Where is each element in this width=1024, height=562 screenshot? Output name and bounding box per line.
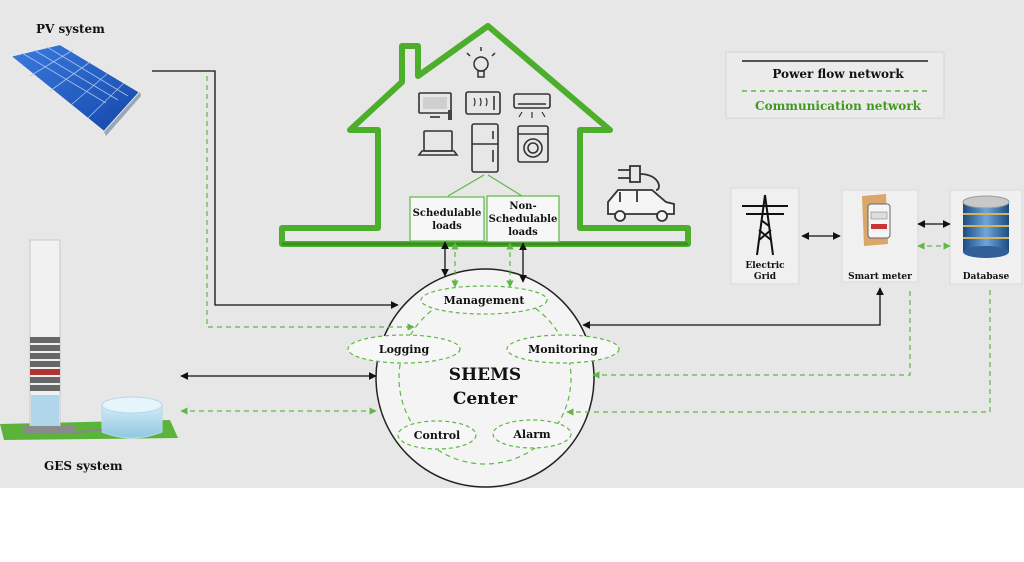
non-schedulable-loads-box: Non- Schedulable loads: [486, 195, 560, 243]
electric-grid-text-2: Grid: [754, 272, 777, 282]
module-control: Control: [397, 420, 477, 450]
electric-grid-text-1: Electric: [745, 261, 785, 271]
legend: Power flow network Communication network: [725, 51, 945, 119]
shems-center-title-1: SHEMS: [449, 365, 521, 385]
refrigerator-icon: [471, 123, 499, 173]
shems-center-title-2: Center: [453, 389, 518, 409]
database-text: Database: [963, 272, 1010, 282]
smart-meter-text: Smart meter: [848, 272, 912, 282]
alarm-text: Alarm: [512, 428, 551, 441]
diagram-svg: Power flow network Communication network…: [0, 22, 1023, 488]
tv-icon: [418, 92, 452, 120]
power-flow-links: [152, 70, 951, 380]
electric-car-icon: [607, 165, 675, 222]
database-icon: Database: [949, 189, 1023, 285]
monitoring-text: Monitoring: [528, 343, 598, 356]
non-schedulable-loads-text-2: Schedulable: [489, 214, 558, 225]
schedulable-loads-box: Schedulable loads: [409, 196, 485, 242]
management-text: Management: [444, 294, 526, 307]
schedulable-loads-text-2: loads: [432, 221, 462, 232]
laptop-icon: [417, 130, 459, 156]
air-conditioner-icon: [513, 93, 551, 118]
non-schedulable-loads-text-3: loads: [508, 227, 538, 238]
pv-system-label: PV system: [36, 22, 105, 36]
house-outline: [279, 23, 691, 247]
solar-panel-icon: [7, 42, 142, 136]
lightbulb-icon: [466, 47, 496, 78]
ges-system-icon: [0, 239, 178, 440]
module-logging: Logging: [347, 334, 461, 364]
smart-meter-icon: Smart meter: [841, 189, 919, 283]
ges-system-label: GES system: [44, 459, 123, 473]
washing-machine-icon: [517, 125, 549, 163]
legend-power-text: Power flow network: [772, 67, 904, 81]
legend-box: [725, 51, 945, 119]
non-schedulable-loads-text-1: Non-: [509, 201, 536, 212]
module-alarm: Alarm: [492, 419, 572, 449]
module-monitoring: Monitoring: [506, 334, 620, 364]
legend-comm-text: Communication network: [755, 99, 922, 113]
microwave-icon: [465, 91, 501, 115]
control-text: Control: [414, 429, 460, 442]
diagram-canvas: Power flow network Communication network…: [0, 0, 1024, 488]
schedulable-loads-text-1: Schedulable: [413, 208, 482, 219]
appliance-comm-links: [447, 174, 523, 197]
module-management: Management: [420, 285, 548, 315]
communication-links: [180, 76, 991, 416]
logging-text: Logging: [379, 343, 430, 356]
electric-grid-icon: Electric Grid: [730, 187, 800, 285]
